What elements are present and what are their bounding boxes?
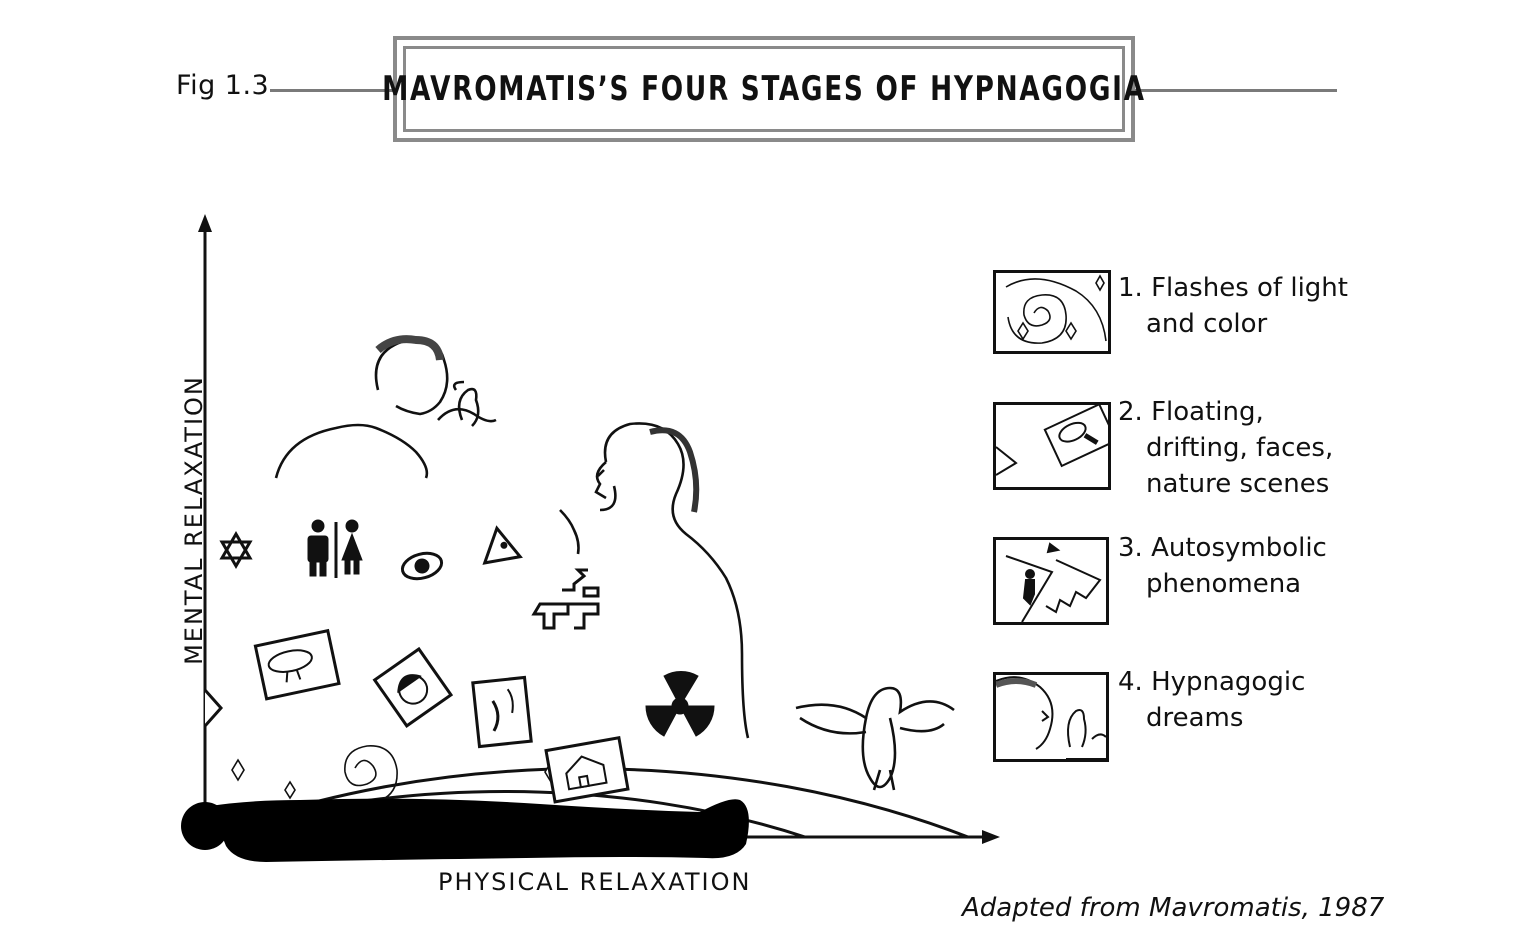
figure-picture-icon	[471, 675, 533, 749]
title-rule-right	[1134, 89, 1337, 92]
legend-box-4	[993, 672, 1109, 762]
radiation-symbol-icon	[645, 670, 715, 737]
face-picture-icon	[372, 646, 454, 728]
eye-icon	[400, 551, 444, 581]
autosymbolic-symbols	[219, 519, 715, 737]
title-rule-left	[270, 89, 394, 92]
partial-frame-icon	[203, 689, 224, 727]
man-with-bird-figure	[274, 335, 497, 479]
y-axis-label: MENTAL RELAXATION	[180, 375, 208, 665]
tree-picture-icon	[253, 628, 341, 701]
people-sign-icon	[307, 519, 363, 578]
legend-1-line1: 1. Flashes of light	[1118, 273, 1348, 303]
title-frame: MAVROMATIS’S FOUR STAGES OF HYPNAGOGIA	[382, 36, 1144, 142]
warning-triangle-icon	[482, 525, 523, 565]
legend-item-3: 3. Autosymbolic phenomena	[1118, 530, 1327, 602]
legend-3-line1: 3. Autosymbolic	[1118, 533, 1327, 563]
y-axis-arrowhead	[198, 214, 212, 232]
woman-figure	[559, 422, 750, 739]
x-axis-label: PHYSICAL RELAXATION	[438, 868, 752, 896]
flying-bird-figure	[795, 686, 955, 791]
symbol-figure-icon	[1005, 542, 1102, 622]
hypnagogic-dream-figures	[274, 335, 955, 791]
floating-picture-icon	[996, 405, 1108, 476]
hexagram-icon	[219, 531, 253, 569]
totem-symbol-icon	[531, 568, 600, 630]
legend-box-3	[993, 537, 1109, 625]
legend-2-line1: 2. Floating,	[1118, 397, 1264, 427]
figure-label: Fig 1.3	[176, 70, 270, 101]
legend-1-line2: and color	[1146, 309, 1268, 339]
spiral-stars-icon	[1005, 274, 1107, 344]
legend-box-2	[993, 402, 1111, 490]
x-axis-arrowhead	[982, 830, 1000, 844]
legend-3-line2: phenomena	[1146, 569, 1302, 599]
legend-item-2: 2. Floating, drifting, faces, nature sce…	[1118, 394, 1333, 502]
legend-2-line3: nature scenes	[1146, 469, 1330, 499]
legend-4-line1: 4. Hypnagogic	[1118, 667, 1306, 697]
legend-4-line2: dreams	[1146, 703, 1244, 733]
house-picture-icon	[544, 736, 630, 804]
source-credit: Adapted from Mavromatis, 1987	[962, 893, 1385, 923]
reclining-person-silhouette	[181, 798, 749, 862]
face-bird-icon	[996, 676, 1106, 759]
legend-item-4: 4. Hypnagogic dreams	[1118, 664, 1305, 736]
legend-box-1	[993, 270, 1111, 354]
floating-pictures	[203, 628, 630, 804]
legend-2-line2: drifting, faces,	[1146, 433, 1334, 463]
figure-title: MAVROMATIS’S FOUR STAGES OF HYPNAGOGIA	[382, 69, 1146, 109]
legend-item-1: 1. Flashes of light and color	[1118, 270, 1348, 342]
